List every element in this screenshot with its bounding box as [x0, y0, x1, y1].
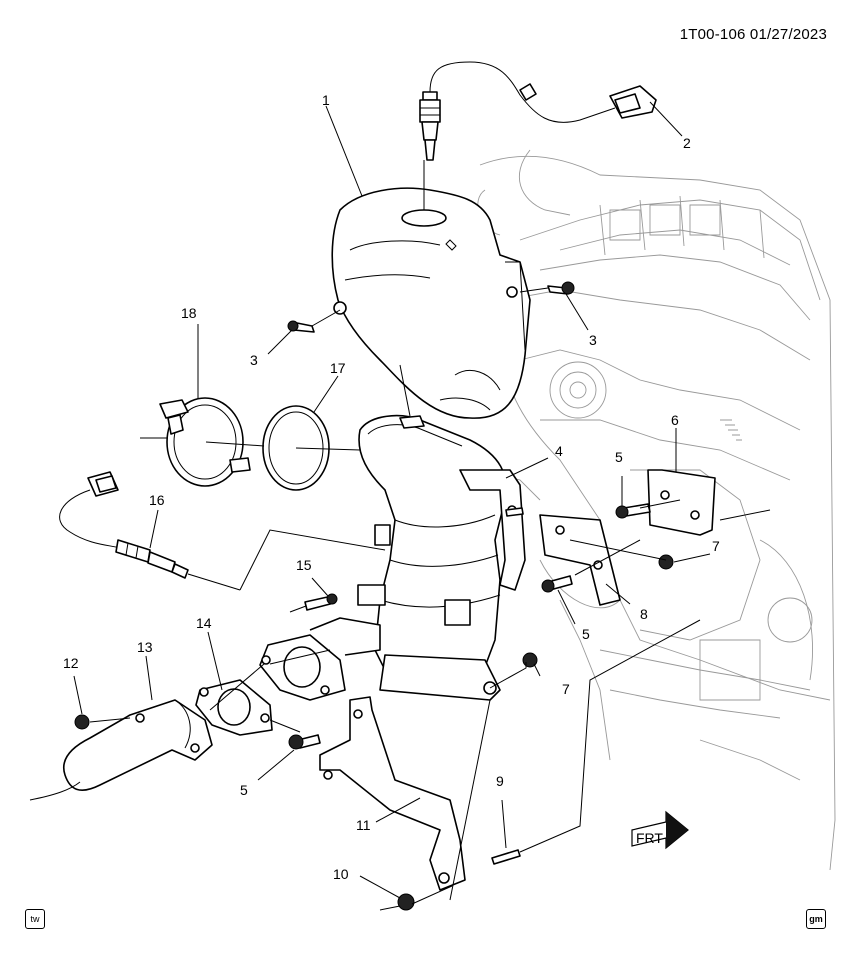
callout-16: 16 [149, 492, 165, 508]
callout-8: 8 [640, 606, 648, 622]
brackets [539, 469, 716, 606]
upstream-oxygen-sensor [419, 61, 657, 161]
callout-3-left: 3 [250, 352, 258, 368]
callout-4: 4 [555, 443, 563, 459]
bolt-5-middle [541, 575, 573, 593]
front-direction-arrow-icon: FRT [631, 810, 689, 850]
callout-5-upper: 5 [615, 449, 623, 465]
exhaust-front-pipe [29, 699, 213, 801]
exhaust-manifold-heat-shield [331, 187, 531, 419]
callout-numbers: 1 2 3 3 4 5 5 5 6 7 7 8 9 10 11 12 13 14… [63, 92, 720, 882]
tw-badge-icon: tw [25, 909, 45, 929]
callout-13: 13 [137, 639, 153, 655]
callout-7-lower: 7 [562, 681, 570, 697]
callout-3-right: 3 [589, 332, 597, 348]
callout-9: 9 [496, 773, 504, 789]
callout-5-middle: 5 [582, 626, 590, 642]
downstream-oxygen-sensor [59, 471, 189, 579]
bolt-5-upper [615, 503, 651, 519]
catalytic-converter-support-bracket [319, 696, 466, 891]
callout-18: 18 [181, 305, 197, 321]
stud-15 [304, 593, 338, 611]
stud-9 [491, 849, 521, 865]
callout-2: 2 [683, 135, 691, 151]
callout-6: 6 [671, 412, 679, 428]
callout-11: 11 [356, 817, 371, 833]
bolt-3-left [287, 320, 315, 333]
callout-10: 10 [333, 866, 349, 882]
gm-logo-icon: gm [806, 909, 826, 929]
callout-1: 1 [322, 92, 330, 108]
callout-5-lower: 5 [240, 782, 248, 798]
catalytic-converter-manifold [357, 414, 526, 701]
callout-15: 15 [296, 557, 312, 573]
nut-10 [397, 893, 415, 911]
nut-7-upper [658, 554, 674, 570]
callout-14: 14 [196, 615, 212, 631]
callout-12: 12 [63, 655, 79, 671]
bolt-5-lower [288, 734, 321, 750]
leader-lines [73, 101, 771, 911]
diagram-code-date: 1T00-106 01/27/2023 [679, 26, 827, 43]
nut-12 [74, 714, 90, 730]
callout-7-upper: 7 [712, 538, 720, 554]
callout-17: 17 [330, 360, 346, 376]
direction-label: FRT [636, 830, 663, 846]
v-band-clamp-and-seal [159, 397, 330, 491]
bolt-3-right [547, 281, 575, 295]
engine-block-background [477, 149, 836, 871]
